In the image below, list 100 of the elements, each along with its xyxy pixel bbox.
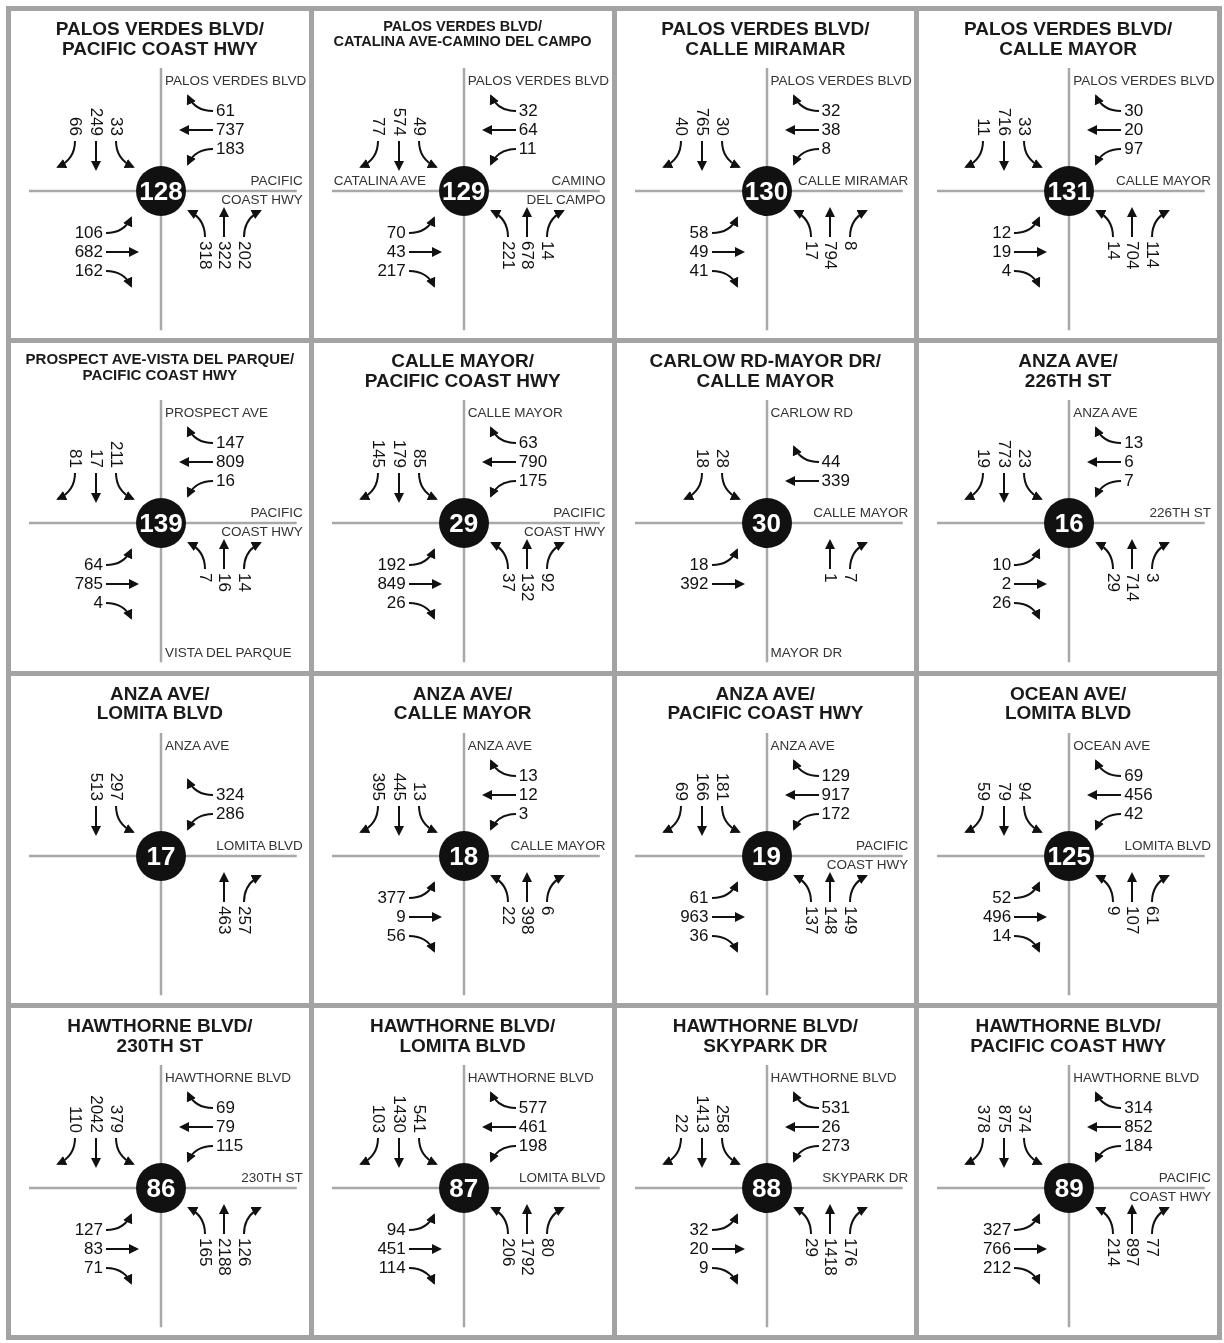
street-label: CATALINA AVE	[333, 172, 427, 190]
volume-count: 4	[1001, 261, 1012, 280]
street-label: ANZA AVE	[165, 736, 230, 755]
volume-count: 809	[216, 452, 245, 472]
volume-count: 392	[680, 574, 709, 594]
volume-count: 18	[689, 555, 709, 575]
volume-count: 7	[1124, 471, 1134, 491]
volume-count: 714	[1123, 573, 1142, 602]
street-label: PACIFIC COAST HWY	[1128, 1168, 1211, 1206]
volume-count: 2042	[87, 1094, 105, 1133]
volume-count: 6	[537, 905, 556, 915]
volume-count: 286	[216, 803, 245, 823]
volume-count: 318	[196, 241, 214, 270]
panel-title: OCEAN AVE/ LOMITA BLVD	[1003, 683, 1133, 724]
volume-count: 79	[216, 1116, 235, 1136]
volume-count: 212	[982, 1257, 1012, 1277]
volume-count: 145	[368, 439, 387, 469]
intersection-marker: 19	[741, 830, 792, 881]
volume-count: 106	[74, 223, 103, 242]
volume-count: 513	[87, 772, 105, 801]
panel-title: CALLE MAYOR/ PACIFIC COAST HWY	[363, 351, 562, 392]
street-label: CALLE MIRAMAR	[797, 172, 909, 190]
intersection-marker: 128	[136, 166, 186, 216]
volume-count: 26	[386, 593, 406, 613]
intersection-panel	[11, 11, 309, 339]
volume-count: 766	[982, 1238, 1012, 1258]
volume-count: 115	[216, 1135, 244, 1155]
volume-count: 574	[389, 107, 408, 136]
volume-count: 20	[1124, 120, 1144, 139]
street-label: OCEAN AVE	[1073, 736, 1151, 755]
volume-count: 14	[235, 573, 253, 593]
volume-count: 377	[377, 887, 406, 907]
volume-count: 166	[692, 772, 711, 801]
volume-count: 58	[689, 223, 709, 242]
volume-count: 14	[1104, 241, 1123, 260]
street-label: LOMITA BLVD	[216, 836, 303, 855]
volume-count: 9	[699, 1257, 709, 1277]
volume-count: 875	[995, 1104, 1014, 1133]
volume-count: 206	[498, 1237, 517, 1267]
volume-count: 790	[518, 452, 548, 472]
panel-title: ANZA AVE/ CALLE MAYOR	[392, 683, 533, 724]
volume-count: 61	[689, 887, 709, 907]
volume-count: 33	[107, 117, 125, 136]
intersection-marker: 131	[1044, 166, 1095, 216]
volume-count: 69	[1124, 765, 1144, 785]
volume-count: 18	[692, 449, 711, 469]
volume-count: 77	[1143, 1237, 1162, 1257]
volume-count: 11	[518, 139, 537, 158]
street-label: CALLE MAYOR	[510, 836, 606, 855]
volume-count: 44	[821, 452, 841, 472]
volume-count: 110	[66, 1105, 84, 1133]
volume-count: 445	[389, 772, 408, 801]
volume-count: 716	[995, 107, 1014, 136]
intersection-marker: 89	[1044, 1162, 1095, 1213]
volume-count: 496	[982, 906, 1012, 926]
volume-count: 94	[386, 1219, 406, 1239]
volume-count: 339	[821, 471, 850, 491]
volume-count: 682	[74, 242, 103, 261]
volume-count: 14	[537, 241, 556, 260]
street-label: CARLOW RD	[770, 404, 853, 423]
volume-count: 36	[689, 925, 709, 945]
volume-count: 107	[1123, 905, 1142, 934]
panel-title: HAWTHORNE BLVD/ PACIFIC COAST HWY	[969, 1015, 1168, 1056]
volume-count: 70	[386, 223, 406, 242]
volume-count: 69	[216, 1097, 235, 1117]
volume-count: 378	[974, 1104, 993, 1133]
volume-count: 176	[840, 1237, 859, 1267]
intersection-marker: 16	[1044, 498, 1095, 549]
volume-count: 69	[671, 781, 690, 801]
volume-count: 541	[409, 1104, 428, 1133]
volume-count: 917	[821, 784, 850, 804]
volume-count: 32	[689, 1219, 709, 1239]
volume-count: 1413	[692, 1094, 711, 1133]
volume-count: 56	[386, 925, 406, 945]
panel-title: ANZA AVE/ PACIFIC COAST HWY	[666, 683, 865, 724]
street-label: CALLE MAYOR	[1115, 172, 1211, 190]
street-label: ANZA AVE	[467, 736, 533, 755]
street-label: HAWTHORNE BLVD	[165, 1068, 291, 1087]
volume-count: 71	[84, 1257, 103, 1277]
volume-count: 849	[377, 574, 406, 594]
panel-title: CARLOW RD-MAYOR DR/ CALLE MAYOR	[648, 351, 883, 392]
volume-count: 202	[235, 241, 253, 270]
volume-count: 103	[368, 1104, 387, 1133]
volume-count: 94	[1015, 781, 1034, 801]
volume-count: 12	[518, 784, 538, 804]
volume-count: 327	[982, 1219, 1012, 1239]
street-label: PROSPECT AVE	[165, 404, 269, 423]
volume-count: 114	[1143, 241, 1162, 269]
volume-count: 13	[518, 765, 538, 785]
volume-count: 129	[821, 765, 850, 785]
volume-count: 23	[1015, 449, 1034, 469]
volume-count: 80	[537, 1237, 556, 1257]
intersection-panel	[919, 343, 1217, 671]
panel-title: PALOS VERDES BLVD/ PACIFIC COAST HWY	[54, 19, 266, 59]
volume-count: 1792	[517, 1237, 536, 1276]
volume-count: 63	[518, 433, 538, 453]
volume-count: 85	[409, 449, 428, 469]
volume-count: 297	[107, 772, 125, 801]
volume-count: 13	[1124, 433, 1144, 453]
volume-count: 26	[821, 1116, 841, 1136]
